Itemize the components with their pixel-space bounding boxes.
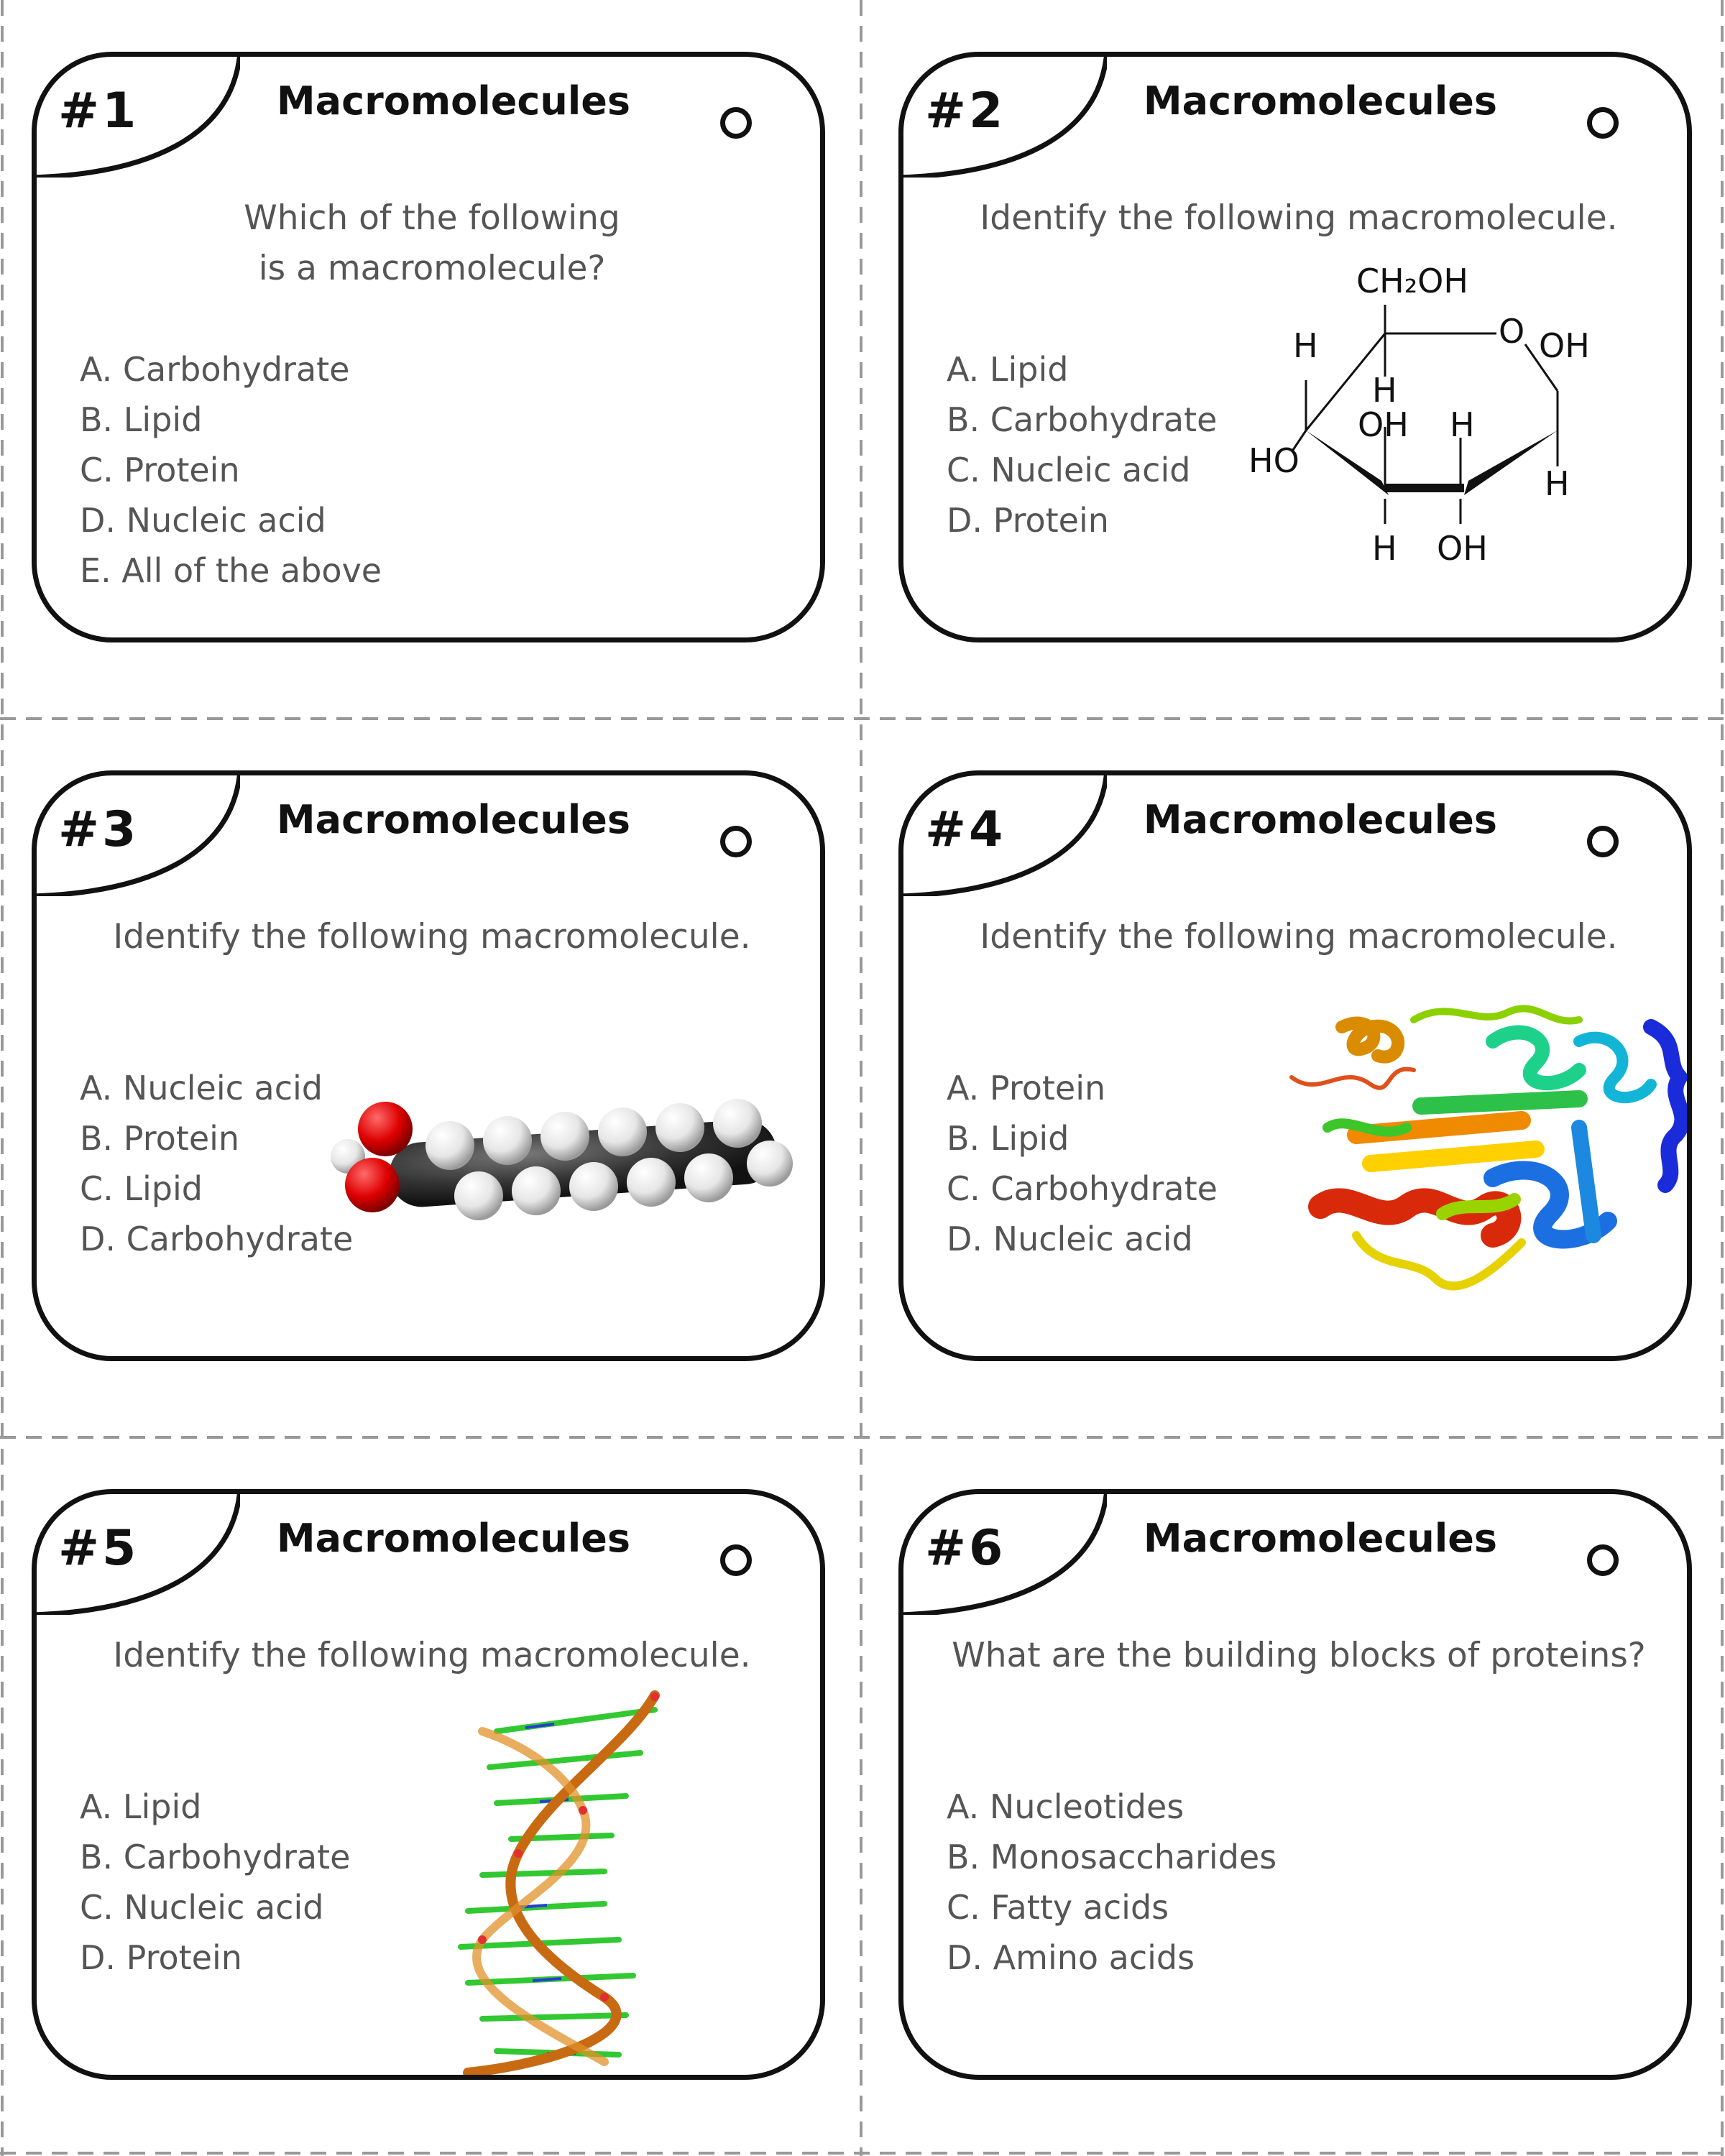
answer-option-c: C. Lipid xyxy=(80,1169,203,1208)
answer-option-d: D. Protein xyxy=(947,501,1109,540)
answer-option-b: B. Monosaccharides xyxy=(947,1838,1277,1876)
label-h-top-left: H xyxy=(1293,326,1318,365)
dna-helix-image xyxy=(458,1690,660,2075)
answer-option-a: A. Nucleotides xyxy=(947,1787,1184,1826)
answer-option-a: A. Nucleic acid xyxy=(80,1069,323,1107)
answer-option-d: D. Protein xyxy=(80,1938,242,1977)
number-tab xyxy=(37,57,240,178)
task-card-6: #6 Macromolecules What are the building … xyxy=(898,1489,1692,2080)
card-number: #6 xyxy=(925,1520,1006,1577)
task-card-5: #5 Macromolecules Identify the following… xyxy=(32,1489,825,2080)
card-number: #5 xyxy=(58,1520,139,1577)
card-title: Macromolecules xyxy=(1143,797,1498,842)
answer-option-b: B. Protein xyxy=(80,1119,240,1158)
answer-option-a: A. Lipid xyxy=(947,350,1069,389)
task-card-3: #3 Macromolecules Identify the following… xyxy=(32,770,825,1361)
answer-option-a: A. Lipid xyxy=(80,1787,202,1826)
question-line: Which of the following xyxy=(244,198,620,238)
label-h-inner-right: H xyxy=(1450,405,1475,444)
label-oh-inner: OH xyxy=(1358,405,1409,444)
punch-hole-icon xyxy=(720,826,752,857)
question-text: Identify the following macromolecule. xyxy=(80,912,784,962)
fatty-acid-model-image xyxy=(331,1099,793,1220)
card-title: Macromolecules xyxy=(276,797,631,842)
answer-option-d: D. Nucleic acid xyxy=(947,1220,1193,1258)
answer-option-c: C. Carbohydrate xyxy=(947,1169,1218,1208)
card-cell-3: #3 Macromolecules Identify the following… xyxy=(0,719,862,1437)
number-tab xyxy=(903,57,1107,178)
glucose-structure-diagram: CH₂OH O OH H H OH H HO H H OH xyxy=(1248,262,1590,568)
answer-list: A. Protein B. Lipid C. Carbohydrate D. N… xyxy=(947,1063,1218,1264)
card-cell-5: #5 Macromolecules Identify the following… xyxy=(0,1437,862,2156)
label-ho: HO xyxy=(1248,441,1300,480)
label-h-bottom: H xyxy=(1372,529,1397,568)
answer-option-a: A. Carbohydrate xyxy=(80,350,350,389)
question-line: is a macromolecule? xyxy=(258,249,606,288)
answer-option-c: C. Protein xyxy=(80,451,240,489)
answer-option-a: A. Protein xyxy=(947,1069,1106,1107)
question-line: What are the building blocks of proteins… xyxy=(952,1636,1646,1675)
punch-hole-icon xyxy=(1587,826,1619,857)
answer-option-e: E. All of the above xyxy=(80,551,382,590)
question-text: Identify the following macromolecule. xyxy=(947,193,1651,244)
question-line: Identify the following macromolecule. xyxy=(113,917,751,957)
answer-list: A. Lipid B. Carbohydrate C. Nucleic acid… xyxy=(947,344,1217,545)
answer-option-c: C. Nucleic acid xyxy=(947,451,1191,489)
card-cell-2: #2 Macromolecules Identify the following… xyxy=(862,0,1725,719)
task-card-4: #4 Macromolecules Identify the following… xyxy=(898,770,1692,1361)
question-text: Identify the following macromolecule. xyxy=(947,912,1651,962)
card-title: Macromolecules xyxy=(1143,1516,1498,1561)
card-number: #4 xyxy=(925,801,1006,858)
card-cell-4: #4 Macromolecules Identify the following… xyxy=(862,719,1725,1437)
number-tab xyxy=(37,1494,240,1615)
card-cell-1: #1 Macromolecules Which of the following… xyxy=(0,0,862,719)
question-text: Which of the following is a macromolecul… xyxy=(80,193,784,294)
answer-option-d: D. Amino acids xyxy=(947,1938,1195,1977)
punch-hole-icon xyxy=(1587,1544,1619,1576)
card-cell-6: #6 Macromolecules What are the building … xyxy=(862,1437,1725,2156)
punch-hole-icon xyxy=(720,107,752,139)
answer-option-b: B. Lipid xyxy=(947,1119,1070,1158)
card-title: Macromolecules xyxy=(276,78,631,124)
question-line: Identify the following macromolecule. xyxy=(980,917,1618,957)
label-h-right: H xyxy=(1545,464,1570,503)
label-oh-bottom: OH xyxy=(1437,529,1488,568)
card-title: Macromolecules xyxy=(276,1516,631,1561)
task-card-2: #2 Macromolecules Identify the following… xyxy=(898,52,1692,642)
punch-hole-icon xyxy=(720,1544,752,1576)
answer-list: A. Nucleic acid B. Protein C. Lipid D. C… xyxy=(80,1063,353,1264)
protein-ribbon-image xyxy=(1289,1005,1687,1291)
label-ch2oh: CH₂OH xyxy=(1356,262,1468,300)
card-title: Macromolecules xyxy=(1143,78,1498,124)
number-tab xyxy=(903,775,1107,896)
card-number: #3 xyxy=(58,801,139,858)
number-tab xyxy=(903,1494,1107,1615)
answer-option-d: D. Nucleic acid xyxy=(80,501,326,540)
label-h-inner: H xyxy=(1372,371,1397,410)
question-line: Identify the following macromolecule. xyxy=(980,198,1618,238)
number-tab xyxy=(37,775,240,896)
card-number: #2 xyxy=(925,83,1006,139)
answer-option-b: B. Carbohydrate xyxy=(947,400,1218,439)
question-text: Identify the following macromolecule. xyxy=(80,1631,784,1681)
label-ring-oxygen: O xyxy=(1499,312,1524,351)
card-number: #1 xyxy=(58,83,139,139)
answer-option-c: C. Fatty acids xyxy=(947,1888,1169,1927)
question-text: What are the building blocks of proteins… xyxy=(947,1631,1651,1681)
question-line: Identify the following macromolecule. xyxy=(113,1636,751,1675)
answer-option-b: B. Carbohydrate xyxy=(80,1838,351,1876)
answer-list: A. Lipid B. Carbohydrate C. Nucleic acid… xyxy=(80,1782,350,1983)
answer-option-c: C. Nucleic acid xyxy=(80,1888,324,1927)
answer-option-b: B. Lipid xyxy=(80,400,203,439)
answer-list: A. Nucleotides B. Monosaccharides C. Fat… xyxy=(947,1782,1276,1983)
answer-option-d: D. Carbohydrate xyxy=(80,1220,354,1258)
task-card-1: #1 Macromolecules Which of the following… xyxy=(32,52,825,642)
label-oh-right: OH xyxy=(1539,326,1590,365)
answer-list: A. Carbohydrate B. Lipid C. Protein D. N… xyxy=(80,344,382,596)
punch-hole-icon xyxy=(1587,107,1619,139)
